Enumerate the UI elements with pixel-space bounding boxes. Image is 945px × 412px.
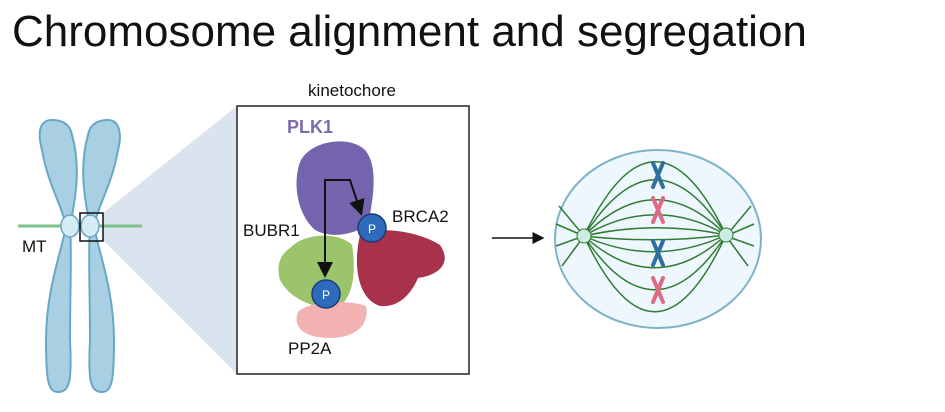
spindle-fiber: [583, 227, 727, 237]
spindle-fiber: [583, 161, 727, 237]
svg-text:P: P: [368, 222, 376, 236]
svg-text:P: P: [322, 288, 330, 302]
figure-title: Chromosome alignment and segregation: [12, 7, 807, 56]
spindle-fiber: [583, 234, 727, 291]
spindle-fiber: [583, 234, 727, 253]
phospho-icon: P: [311, 279, 341, 309]
phospho-icon: P: [357, 213, 387, 243]
chromosome-icon: [18, 118, 142, 394]
zoom-cone: [103, 106, 237, 374]
brca2-protein: [356, 230, 445, 307]
metaphase-chromosome: [651, 239, 665, 267]
spindle-fiber: [583, 234, 727, 269]
kinetochore-label: kinetochore: [308, 81, 396, 100]
plk1-label: PLK1: [287, 117, 333, 137]
pp2a-protein: [296, 302, 367, 338]
metaphase-chromosome: [651, 161, 665, 189]
brca2-label: BRCA2: [392, 207, 449, 226]
zoom-box: [79, 212, 104, 242]
spindle-fiber: [583, 234, 727, 241]
spindle-fiber: [583, 234, 727, 313]
metaphase-chromosome: [651, 196, 665, 224]
mt-label: MT: [22, 237, 47, 256]
metaphase-cell-icon: [554, 149, 762, 329]
metaphase-chromosome: [651, 276, 665, 304]
bubr1-label: BUBR1: [243, 221, 300, 240]
pp2a-label: PP2A: [288, 339, 332, 358]
